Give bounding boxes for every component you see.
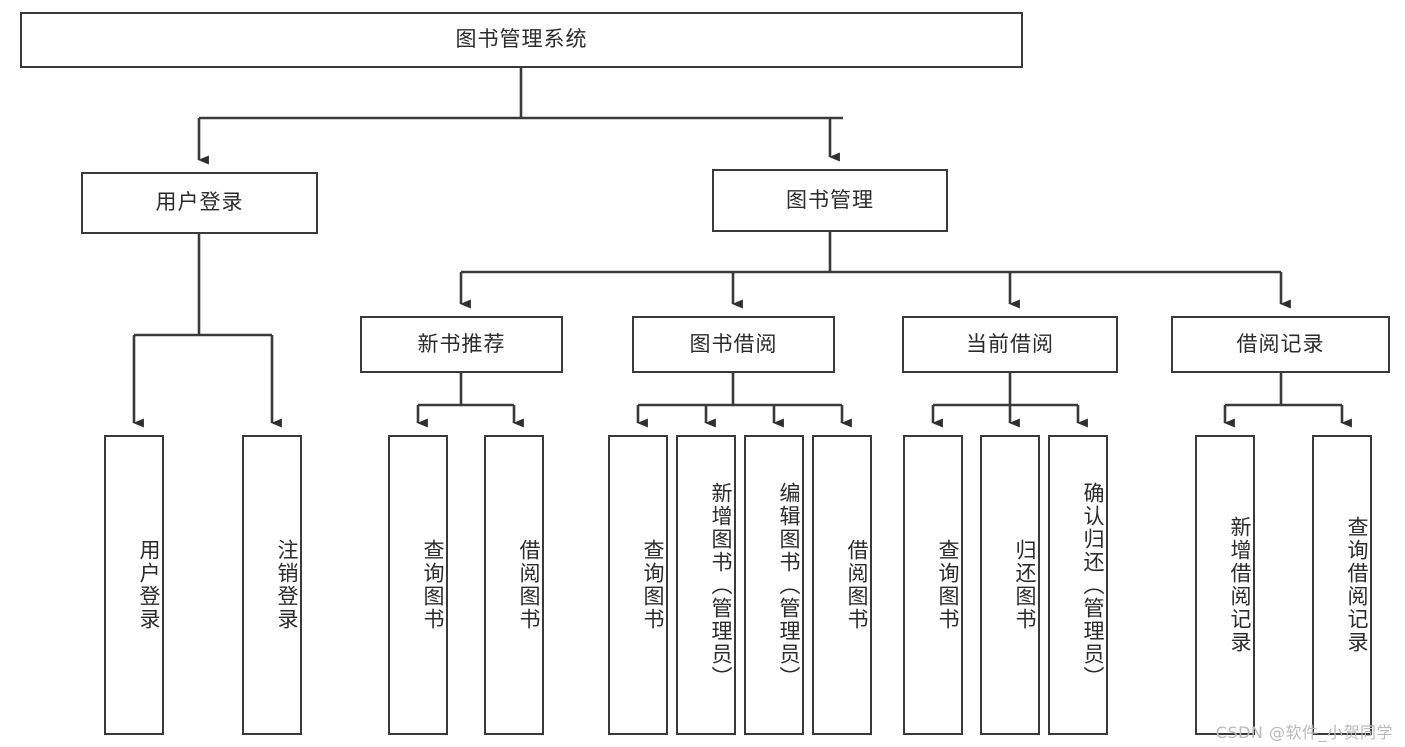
leaf-add-borrow-record[interactable]: 新增借阅记录 bbox=[1195, 435, 1255, 735]
node-root[interactable]: 图书管理系统 bbox=[20, 12, 1023, 68]
leaf-query-book-recommend[interactable]: 查询图书 bbox=[388, 435, 448, 735]
leaf-confirm-return-admin-label: 确认归还（管理员） bbox=[1081, 481, 1105, 689]
node-book-borrow-label: 图书借阅 bbox=[689, 331, 778, 356]
node-new-book-recommend-label: 新书推荐 bbox=[417, 331, 506, 356]
node-book-management-label: 图书管理 bbox=[786, 187, 874, 212]
leaf-borrow-book-label: 借阅图书 bbox=[845, 539, 869, 631]
leaf-return-book[interactable]: 归还图书 bbox=[980, 435, 1040, 735]
leaf-add-book-admin-label: 新增图书（管理员） bbox=[709, 481, 733, 689]
leaf-edit-book-admin[interactable]: 编辑图书（管理员） bbox=[744, 435, 804, 735]
node-current-borrow-label: 当前借阅 bbox=[966, 331, 1054, 356]
leaf-user-login-label: 用户登录 bbox=[137, 539, 161, 631]
leaf-query-book-recommend-label: 查询图书 bbox=[421, 539, 445, 631]
node-root-label: 图书管理系统 bbox=[455, 27, 588, 52]
leaf-query-book-borrow-label: 查询图书 bbox=[641, 539, 665, 631]
leaf-query-book-borrow[interactable]: 查询图书 bbox=[608, 435, 668, 735]
leaf-user-logout-label: 注销登录 bbox=[275, 539, 299, 631]
leaf-borrow-book[interactable]: 借阅图书 bbox=[812, 435, 872, 735]
leaf-query-book-current[interactable]: 查询图书 bbox=[903, 435, 963, 735]
leaf-user-logout[interactable]: 注销登录 bbox=[242, 435, 302, 735]
node-new-book-recommend[interactable]: 新书推荐 bbox=[360, 316, 563, 373]
node-current-borrow[interactable]: 当前借阅 bbox=[902, 316, 1118, 373]
node-book-borrow[interactable]: 图书借阅 bbox=[632, 316, 835, 373]
leaf-user-login[interactable]: 用户登录 bbox=[104, 435, 164, 735]
leaf-query-book-current-label: 查询图书 bbox=[936, 539, 960, 631]
node-user-login-label: 用户登录 bbox=[155, 190, 244, 215]
leaf-query-borrow-record-label: 查询借阅记录 bbox=[1345, 516, 1369, 654]
leaf-borrow-book-recommend[interactable]: 借阅图书 bbox=[484, 435, 544, 735]
node-borrow-record-label: 借阅记录 bbox=[1236, 331, 1325, 356]
leaf-query-borrow-record[interactable]: 查询借阅记录 bbox=[1312, 435, 1372, 735]
node-borrow-record[interactable]: 借阅记录 bbox=[1171, 316, 1390, 373]
node-user-login[interactable]: 用户登录 bbox=[81, 172, 318, 234]
leaf-borrow-book-recommend-label: 借阅图书 bbox=[517, 539, 541, 631]
leaf-return-book-label: 归还图书 bbox=[1013, 539, 1037, 631]
leaf-add-book-admin[interactable]: 新增图书（管理员） bbox=[676, 435, 736, 735]
node-book-management[interactable]: 图书管理 bbox=[712, 169, 948, 232]
leaf-confirm-return-admin[interactable]: 确认归还（管理员） bbox=[1048, 435, 1108, 735]
leaf-edit-book-admin-label: 编辑图书（管理员） bbox=[777, 481, 801, 689]
leaf-add-borrow-record-label: 新增借阅记录 bbox=[1228, 516, 1252, 654]
watermark: CSDN @软件_小贺同学 bbox=[1215, 723, 1393, 742]
